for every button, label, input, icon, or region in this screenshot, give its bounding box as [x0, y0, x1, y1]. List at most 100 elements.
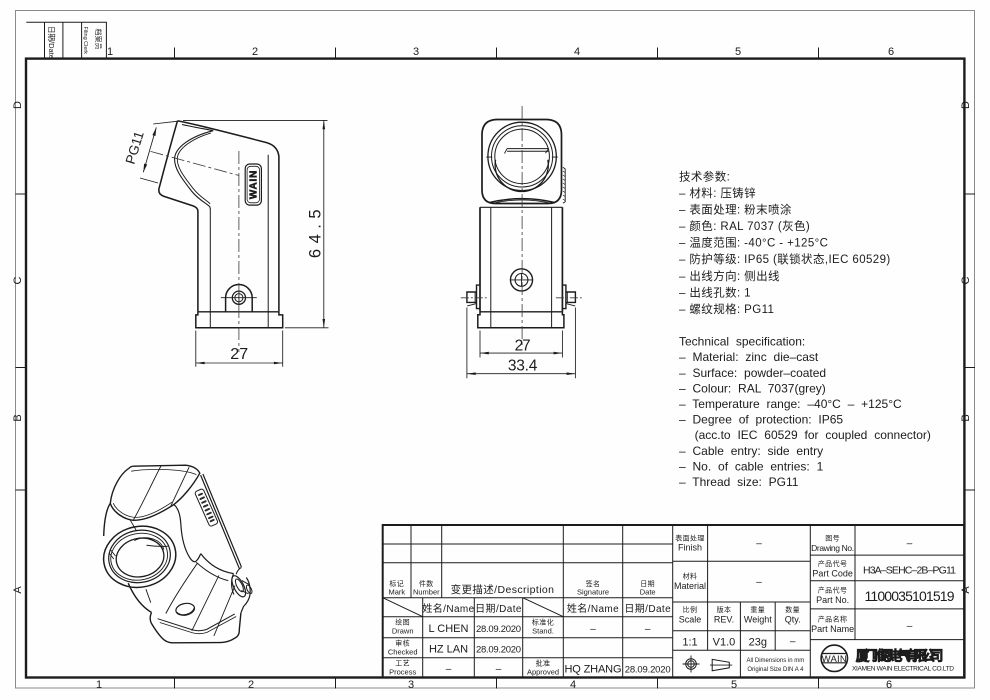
svg-text:3: 3: [408, 679, 414, 691]
svg-text:档案员: 档案员: [94, 29, 103, 50]
svg-text:– 螺纹规格: PG11: – 螺纹规格: PG11: [679, 302, 774, 316]
svg-text:Finish: Finish: [678, 543, 702, 553]
svg-text:– 颜色: RAL 7037 (灰色): – 颜色: RAL 7037 (灰色): [679, 219, 810, 233]
svg-text:–: –: [446, 664, 452, 675]
svg-text:–: –: [756, 539, 762, 550]
svg-text:– Degree of protection: IP65: – Degree of protection: IP65: [679, 413, 843, 427]
svg-text:Process: Process: [389, 668, 416, 677]
svg-text:–: –: [790, 637, 796, 648]
svg-text:数量: 数量: [785, 605, 800, 614]
svg-text:REV.: REV.: [714, 615, 734, 625]
svg-text:Checked: Checked: [388, 648, 418, 657]
svg-text:Part Name: Part Name: [811, 624, 854, 634]
svg-text:All Dimensions in mm: All Dimensions in mm: [747, 658, 805, 664]
svg-text:23g: 23g: [749, 637, 767, 649]
svg-text:27: 27: [230, 346, 248, 363]
svg-text:– Thread size: PG11: – Thread size: PG11: [679, 475, 799, 489]
svg-text:签名: 签名: [586, 579, 601, 588]
svg-text:C: C: [12, 276, 24, 284]
svg-text:产品代号: 产品代号: [818, 559, 848, 568]
svg-text:1:1: 1:1: [682, 637, 697, 649]
svg-text:33.4: 33.4: [508, 357, 538, 374]
svg-text:工艺: 工艺: [395, 660, 410, 668]
svg-text:3: 3: [413, 46, 419, 58]
svg-text:Approved: Approved: [527, 668, 559, 677]
svg-text:批准: 批准: [536, 659, 551, 668]
svg-text:Filing Clerk: Filing Clerk: [82, 27, 88, 55]
svg-text:28.09.2020: 28.09.2020: [476, 624, 521, 635]
svg-text:4: 4: [570, 679, 576, 691]
svg-text:材料: 材料: [683, 572, 698, 581]
svg-text:表面处理: 表面处理: [675, 534, 705, 543]
svg-text:Drawing No.: Drawing No.: [811, 543, 854, 553]
svg-text:产品代号: 产品代号: [818, 586, 848, 595]
svg-text:审核: 审核: [395, 639, 410, 648]
svg-text:Mark: Mark: [388, 588, 405, 597]
svg-text:–: –: [907, 621, 913, 632]
svg-text:1100035101519: 1100035101519: [865, 588, 955, 604]
svg-text:C: C: [960, 276, 972, 284]
svg-text:WAIN: WAIN: [822, 654, 847, 665]
svg-text:– 防护等级: IP65 (联锁状态,IEC 60529): – 防护等级: IP65 (联锁状态,IEC 60529): [679, 252, 891, 266]
svg-text:Material: Material: [674, 581, 706, 591]
svg-text:1: 1: [107, 46, 113, 58]
svg-text:2: 2: [248, 679, 254, 691]
svg-text:日期/Date: 日期/Date: [475, 603, 522, 615]
svg-text:技术参数:: 技术参数:: [679, 170, 730, 184]
svg-text:5: 5: [731, 679, 737, 691]
svg-text:V1.0: V1.0: [713, 637, 736, 649]
svg-text:Stand.: Stand.: [532, 627, 554, 636]
svg-text:Scale: Scale: [679, 615, 702, 625]
svg-text:图号: 图号: [825, 535, 840, 543]
svg-text:5: 5: [735, 46, 741, 58]
svg-text:–: –: [590, 624, 596, 635]
svg-text:– Temperature range: –40°C – +: – Temperature range: –40°C – +125°C: [679, 397, 902, 411]
svg-text:– Colour: RAL 7037(grey): – Colour: RAL 7037(grey): [679, 381, 826, 395]
svg-text:比例: 比例: [683, 605, 698, 614]
svg-text:L CHEN: L CHEN: [429, 623, 469, 635]
svg-text:标记: 标记: [389, 579, 404, 588]
svg-text:XIAMEN WAIN ELECTRICAL CO.LTD: XIAMEN WAIN ELECTRICAL CO.LTD: [852, 666, 954, 673]
svg-text:Signature: Signature: [577, 588, 609, 597]
svg-text:6: 6: [888, 46, 894, 58]
svg-text:–: –: [756, 577, 762, 588]
svg-text:6: 6: [886, 679, 892, 691]
svg-text:姓名/Name: 姓名/Name: [422, 602, 474, 615]
svg-text:D: D: [12, 101, 24, 109]
svg-text:厦门唯恩电气有限公司: 厦门唯恩电气有限公司: [856, 648, 944, 664]
svg-text:HZ LAN: HZ LAN: [429, 644, 468, 656]
svg-text:重量: 重量: [750, 606, 765, 614]
svg-text:姓名/Name: 姓名/Name: [567, 602, 619, 615]
svg-text:版本: 版本: [717, 605, 732, 614]
svg-text:日期/Date: 日期/Date: [624, 603, 671, 615]
svg-text:27: 27: [515, 337, 531, 354]
svg-text:28.09.2020: 28.09.2020: [625, 665, 671, 676]
svg-text:H3A–SEHC–2B–PG11: H3A–SEHC–2B–PG11: [863, 565, 956, 577]
svg-text:– 材料: 压铸锌: – 材料: 压铸锌: [679, 186, 756, 200]
svg-text:– Cable entry: side entry: – Cable entry: side entry: [679, 444, 823, 458]
svg-text:–: –: [496, 664, 502, 675]
svg-text:28.09.2020: 28.09.2020: [476, 645, 521, 656]
svg-text:Original Size DIN A 4: Original Size DIN A 4: [747, 667, 804, 673]
svg-text:– Material: zinc die–cast: – Material: zinc die–cast: [679, 350, 819, 364]
svg-text:Weight: Weight: [744, 615, 772, 625]
svg-text:变更描述/Description: 变更描述/Description: [451, 583, 555, 596]
svg-text:2: 2: [252, 46, 258, 58]
svg-text:Date: Date: [640, 588, 656, 597]
svg-text:(acc.to IEC 60529 for coupled: (acc.to IEC 60529 for coupled connector): [695, 428, 931, 442]
svg-text:Number: Number: [413, 588, 440, 597]
svg-text:日期/Date: 日期/Date: [47, 26, 56, 59]
svg-text:Part Code: Part Code: [812, 569, 853, 579]
svg-text:Part No.: Part No.: [816, 595, 849, 605]
svg-text:标准化: 标准化: [532, 618, 554, 627]
svg-text:– 温度范围: -40°C - +125°C: – 温度范围: -40°C - +125°C: [679, 236, 828, 250]
svg-text:A: A: [960, 586, 972, 594]
svg-text:日期: 日期: [640, 580, 655, 588]
svg-text:B: B: [12, 414, 24, 421]
svg-text:件数: 件数: [419, 579, 434, 588]
svg-text:– 表面处理: 粉末喷涂: – 表面处理: 粉末喷涂: [679, 203, 792, 217]
svg-text:64.5: 64.5: [307, 204, 325, 258]
svg-text:产品名称: 产品名称: [818, 615, 848, 624]
svg-text:– 出线方向: 侧出线: – 出线方向: 侧出线: [679, 269, 780, 283]
svg-text:–: –: [907, 539, 913, 550]
